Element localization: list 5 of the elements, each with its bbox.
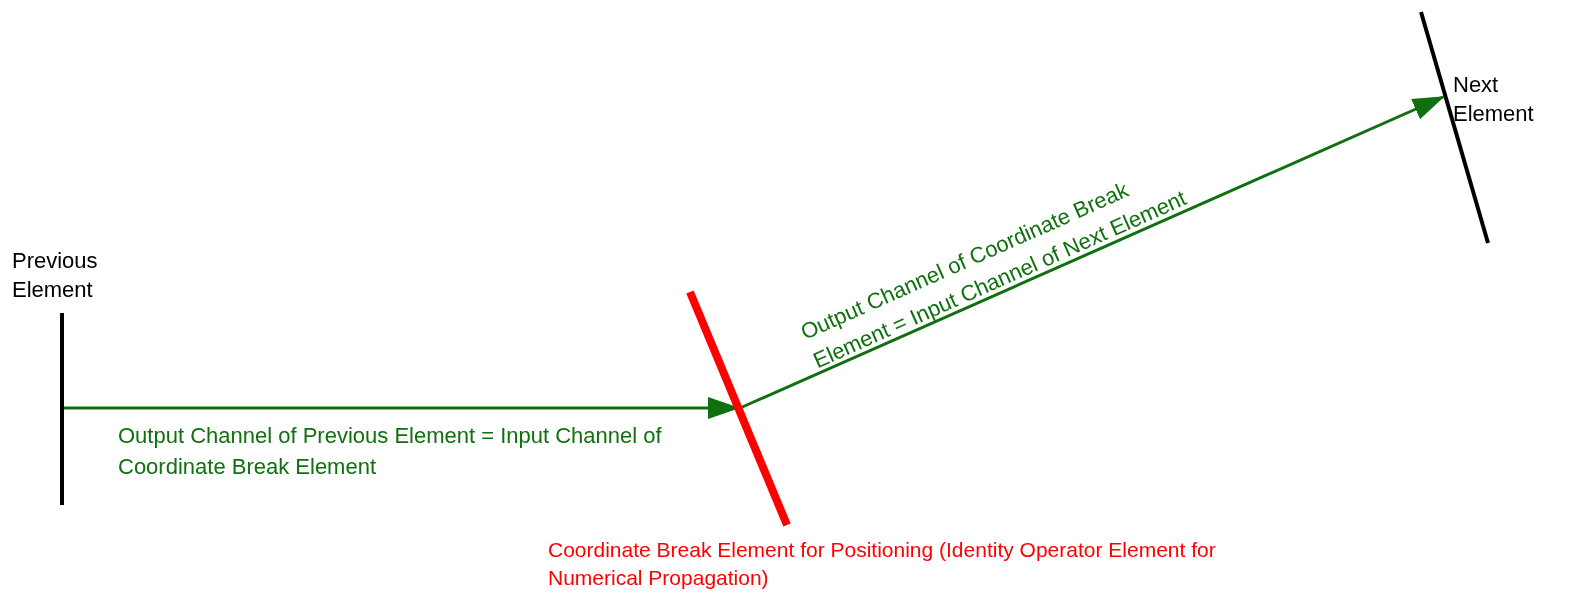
- element-label: Previous Element: [12, 247, 99, 304]
- arrow: [739, 95, 1445, 410]
- edge-label: Output Channel of Previous Element = Input Channel of Coordinate Break Element: [118, 422, 663, 481]
- element-label: Next Element: [1453, 71, 1535, 128]
- element-caption: Coordinate Break Element for Positioning (Identity Operator Element for Numerical Propagation): [548, 537, 1217, 591]
